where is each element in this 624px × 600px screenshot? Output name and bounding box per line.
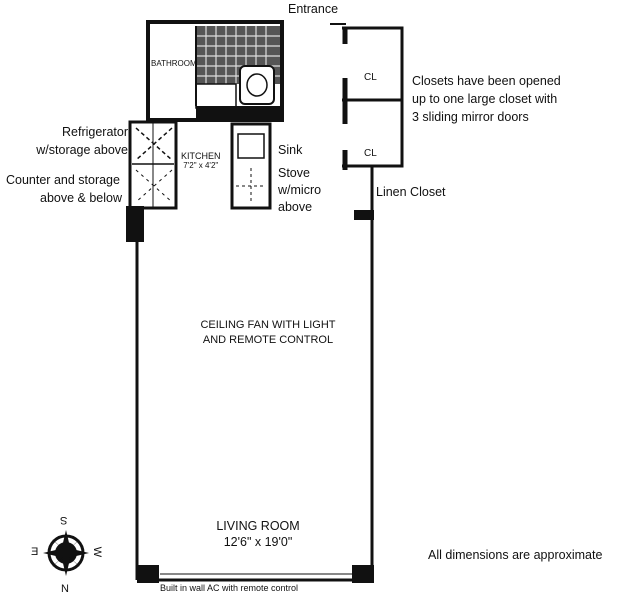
toilet-bowl bbox=[246, 73, 268, 97]
linen-closet-label: Linen Closet bbox=[376, 185, 446, 199]
refrigerator-label: Refrigerator w/storage above bbox=[36, 125, 128, 157]
compass-label-left: E bbox=[31, 546, 39, 558]
walls bbox=[135, 164, 402, 583]
compass-label-bottom: N bbox=[61, 583, 69, 595]
ac-note: Built in wall AC with remote control bbox=[160, 583, 299, 593]
compass-label-top: S bbox=[60, 514, 68, 526]
closet-note: Closets have been opened up to one large… bbox=[412, 74, 561, 124]
ceiling-fan-label: CEILING FAN WITH LIGHT AND REMOTE CONTRO… bbox=[200, 319, 336, 346]
kitchen bbox=[126, 120, 272, 242]
counter-label: Counter and storage above & below bbox=[6, 173, 123, 205]
sink-label: Sink bbox=[278, 143, 303, 157]
disclaimer-text: All dimensions are approximate bbox=[428, 548, 603, 562]
compass-label-right: W bbox=[91, 546, 104, 558]
closet-label-2: CL bbox=[364, 148, 377, 159]
kitchen-label: KITCHEN 7'2" x 4'2" bbox=[181, 151, 221, 170]
closet-label: CL bbox=[364, 72, 377, 83]
bathroom bbox=[146, 20, 284, 122]
stove-label: Stove w/micro above bbox=[278, 166, 322, 214]
bathroom-label: BATHROOM bbox=[151, 59, 197, 68]
entrance-label: Entrance bbox=[288, 2, 339, 16]
compass-rose-icon bbox=[43, 530, 89, 576]
living-room-label: LIVING ROOM 12'6" x 19'0" bbox=[216, 519, 300, 549]
